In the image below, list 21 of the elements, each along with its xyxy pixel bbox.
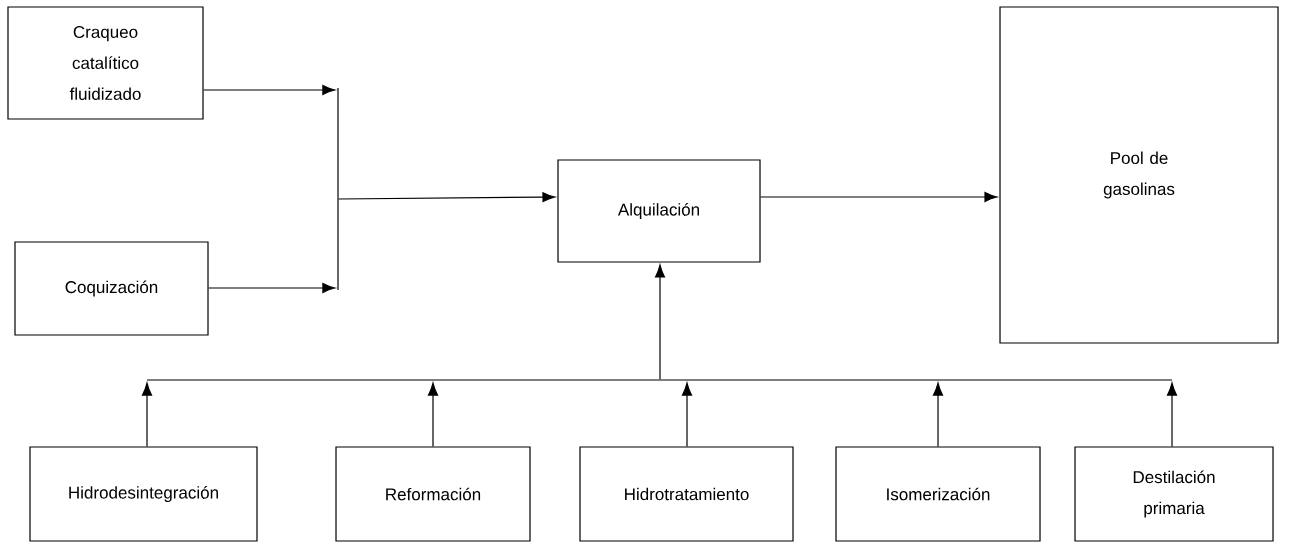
arrow	[654, 264, 666, 380]
arrow	[141, 382, 153, 447]
process-box: Coquización	[14, 241, 209, 336]
arrow	[203, 84, 336, 96]
process-box: Hidrodesintegración	[29, 446, 258, 542]
arrow	[427, 382, 439, 447]
junction-line	[146, 379, 1173, 381]
arrow	[1166, 382, 1178, 447]
arrow	[338, 192, 556, 203]
process-box: Isomerización	[835, 446, 1041, 542]
process-box: Hidrotratamiento	[579, 446, 794, 542]
arrow	[932, 382, 944, 447]
process-box: Alquilación	[557, 159, 761, 263]
process-box: Reformación	[335, 446, 531, 542]
arrow	[760, 191, 998, 203]
process-box: Craqueo catalítico fluidizado	[7, 6, 204, 120]
process-box: Pool de gasolinas	[999, 6, 1279, 344]
process-box: Destilación primaria	[1074, 446, 1274, 542]
junction-line	[337, 87, 339, 291]
arrow	[208, 282, 336, 294]
arrow	[681, 382, 693, 447]
